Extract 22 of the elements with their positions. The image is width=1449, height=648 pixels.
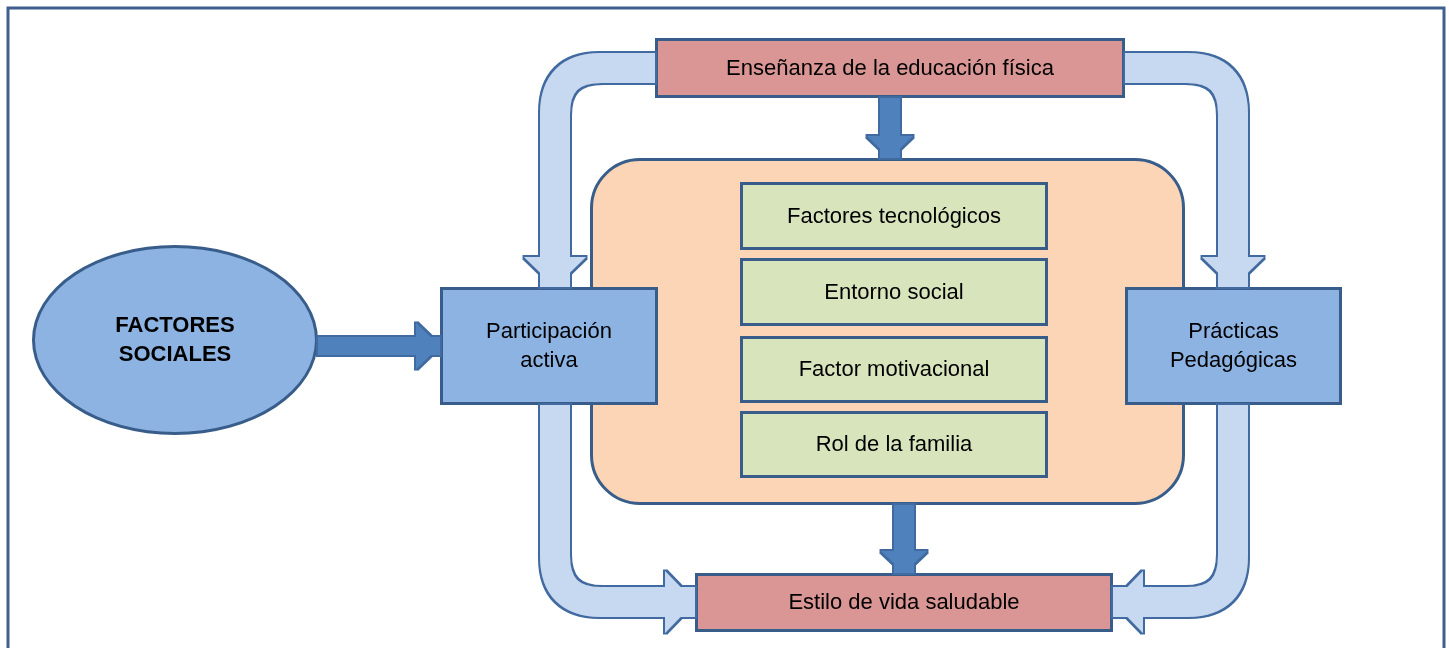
text-box: [695, 573, 1113, 632]
block-arrow: [867, 98, 913, 158]
text-box: [740, 411, 1048, 478]
node-label: FACTORES SOCIALES: [114, 311, 236, 368]
node-label: Participación activa: [485, 317, 613, 374]
text-box: [740, 336, 1048, 403]
block-arrow: [540, 405, 695, 633]
node-label: Factor motivacional: [798, 355, 990, 384]
node-label: Rol de la familia: [815, 430, 973, 459]
text-box: [655, 38, 1125, 98]
node-label: Entorno social: [824, 277, 964, 306]
block-arrow: [318, 323, 440, 369]
text-box: [740, 182, 1048, 250]
node-label: Prácticas Pedagógicas: [1168, 317, 1299, 374]
block-arrow: [881, 505, 927, 573]
node-label: Factores tecnológicos: [787, 201, 1001, 230]
text-box: [1125, 287, 1342, 405]
node-label: Enseñanza de la educación física: [726, 53, 1054, 82]
block-arrow: [1113, 405, 1248, 633]
node-label: Estilo de vida saludable: [788, 588, 1020, 617]
text-box: [440, 287, 658, 405]
text-box: [740, 258, 1048, 326]
